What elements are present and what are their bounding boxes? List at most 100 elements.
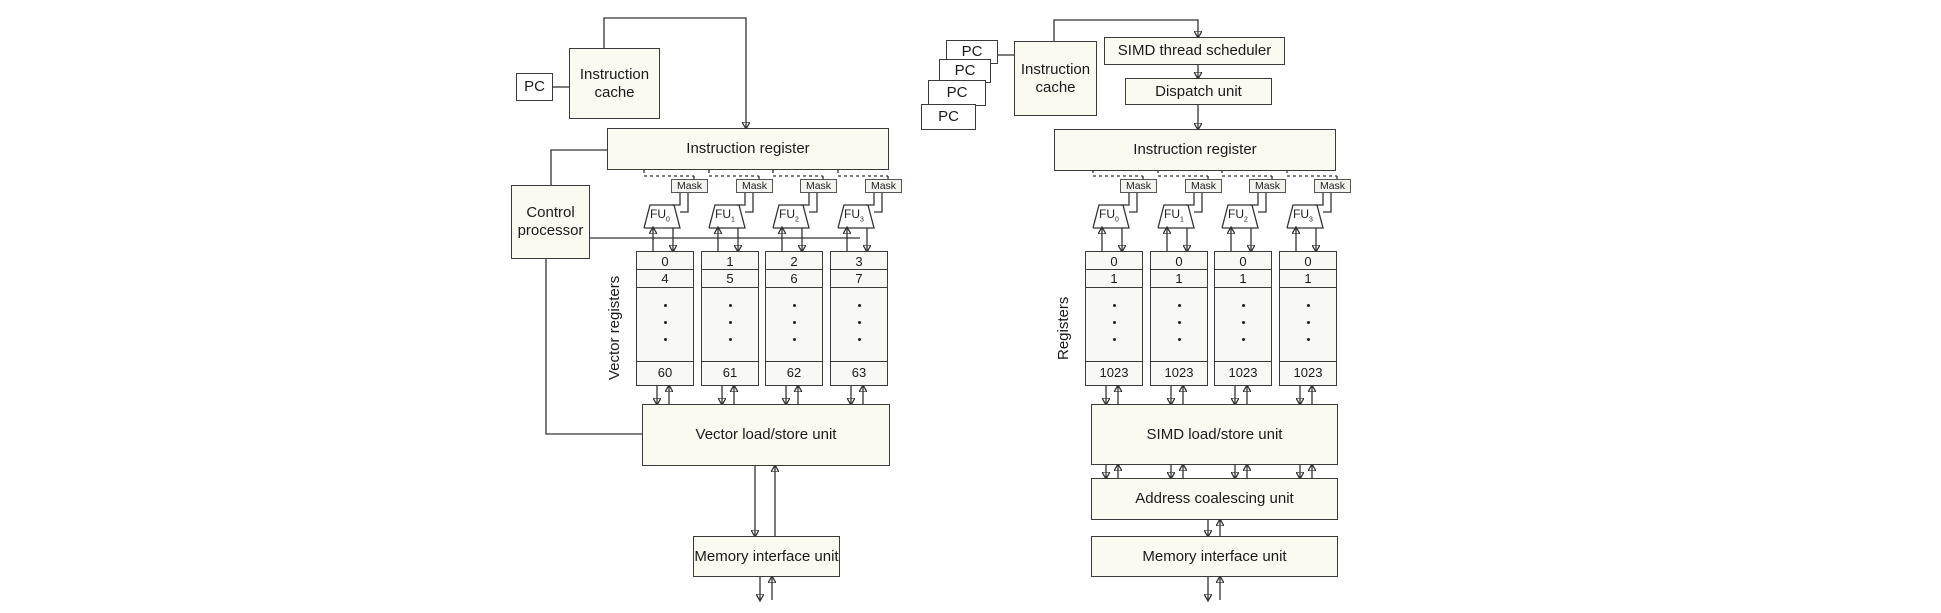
right-register-cell-second-2: 1 — [1239, 271, 1247, 286]
left-register-cell-bottom-0: 60 — [657, 365, 673, 380]
left-instruction-register: Instruction register — [607, 128, 889, 170]
left-fu-label-2: FU — [779, 207, 795, 221]
ellipsis-dot — [857, 304, 861, 307]
register-row-divider — [1215, 269, 1271, 270]
register-row-divider — [1086, 287, 1142, 288]
left-fu-label-3: FU — [844, 207, 860, 221]
ellipsis-dot — [1241, 304, 1245, 307]
ellipsis-dot — [1112, 338, 1116, 341]
left-register-cell-top-3: 3 — [855, 254, 863, 269]
ellipsis-dot — [857, 321, 861, 324]
left-instruction-cache: Instruction cache — [569, 48, 660, 119]
ellipsis-dot — [792, 321, 796, 324]
register-row-divider — [766, 269, 822, 270]
right-pc-box-3: PC — [928, 80, 986, 106]
wire-path — [643, 204, 681, 229]
wire-path — [801, 193, 810, 206]
wire-path — [866, 193, 875, 206]
left-register-cell-top-0: 0 — [661, 254, 669, 269]
right-fu-subscript-1: 1 — [1180, 216, 1184, 224]
left-functional-unit-0: FU0 — [650, 207, 670, 223]
right-fu-label-2: FU — [1228, 207, 1244, 221]
register-row-divider — [1280, 361, 1336, 362]
wire-path — [1121, 193, 1130, 206]
left-functional-unit-2: FU2 — [779, 207, 799, 223]
simd-load-store-unit: SIMD load/store unit — [1091, 404, 1338, 465]
right-register-cell-bottom-2: 1023 — [1228, 365, 1258, 380]
ellipsis-dot — [1241, 338, 1245, 341]
left-fu-label-0: FU — [650, 207, 666, 221]
left-fu-subscript-2: 2 — [795, 216, 799, 224]
arrow-path — [1053, 19, 1198, 41]
right-fu-subscript-2: 2 — [1244, 216, 1248, 224]
right-mask-0: Mask — [1120, 179, 1157, 193]
register-row-divider — [637, 287, 693, 288]
wire-path — [1258, 193, 1267, 213]
left-fu-label-1: FU — [715, 207, 731, 221]
right-functional-unit-0: FU0 — [1099, 207, 1119, 223]
register-row-divider — [831, 287, 887, 288]
right-mask-1: Mask — [1185, 179, 1222, 193]
wire-path — [1186, 193, 1195, 206]
register-row-divider — [1215, 361, 1271, 362]
ellipsis-dot — [1306, 338, 1310, 341]
register-row-divider — [1151, 269, 1207, 270]
left-mask-2: Mask — [800, 179, 837, 193]
wire-path — [545, 259, 642, 435]
left-register-cell-top-1: 1 — [726, 254, 734, 269]
wire-path — [1315, 193, 1324, 206]
ellipsis-dot — [663, 304, 667, 307]
register-row-divider — [702, 287, 758, 288]
wire-path — [708, 204, 746, 229]
ellipsis-dot — [792, 304, 796, 307]
register-row-divider — [1280, 287, 1336, 288]
register-row-divider — [1151, 287, 1207, 288]
wire-path — [1323, 193, 1332, 213]
left-vector-registers-label: Vector registers — [606, 275, 623, 380]
wire-path — [550, 149, 607, 185]
register-row-divider — [831, 269, 887, 270]
wire-path — [1092, 204, 1130, 229]
simd-thread-scheduler: SIMD thread scheduler — [1104, 37, 1285, 65]
right-register-cell-bottom-0: 1023 — [1099, 365, 1129, 380]
right-memory-interface-unit: Memory interface unit — [1091, 536, 1338, 577]
wire-path — [874, 193, 883, 213]
right-instruction-register: Instruction register — [1054, 129, 1336, 171]
wire-path — [1194, 193, 1203, 213]
right-fu-label-3: FU — [1293, 207, 1309, 221]
right-register-cell-bottom-3: 1023 — [1293, 365, 1323, 380]
left-register-column-0: 0 4 60 — [636, 251, 694, 386]
right-register-cell-top-3: 0 — [1304, 254, 1312, 269]
left-register-cell-second-0: 4 — [661, 271, 669, 286]
left-fu-subscript-1: 1 — [731, 216, 735, 224]
ellipsis-dot — [792, 338, 796, 341]
ellipsis-dot — [1306, 304, 1310, 307]
register-row-divider — [702, 269, 758, 270]
left-register-cell-bottom-3: 63 — [851, 365, 867, 380]
right-fu-label-0: FU — [1099, 207, 1115, 221]
left-functional-unit-3: FU3 — [844, 207, 864, 223]
ellipsis-dot — [1112, 321, 1116, 324]
register-row-divider — [766, 361, 822, 362]
register-row-divider — [1215, 287, 1271, 288]
register-row-divider — [831, 361, 887, 362]
right-functional-unit-3: FU3 — [1293, 207, 1313, 223]
wire-path — [737, 193, 746, 206]
right-functional-unit-2: FU2 — [1228, 207, 1248, 223]
right-register-cell-top-1: 0 — [1175, 254, 1183, 269]
left-mask-0: Mask — [671, 179, 708, 193]
ellipsis-dot — [1112, 304, 1116, 307]
left-register-cell-second-2: 6 — [790, 271, 798, 286]
register-row-divider — [1280, 269, 1336, 270]
wire-path — [1129, 193, 1138, 213]
register-row-divider — [702, 361, 758, 362]
ellipsis-dot — [1177, 321, 1181, 324]
right-register-cell-top-0: 0 — [1110, 254, 1118, 269]
